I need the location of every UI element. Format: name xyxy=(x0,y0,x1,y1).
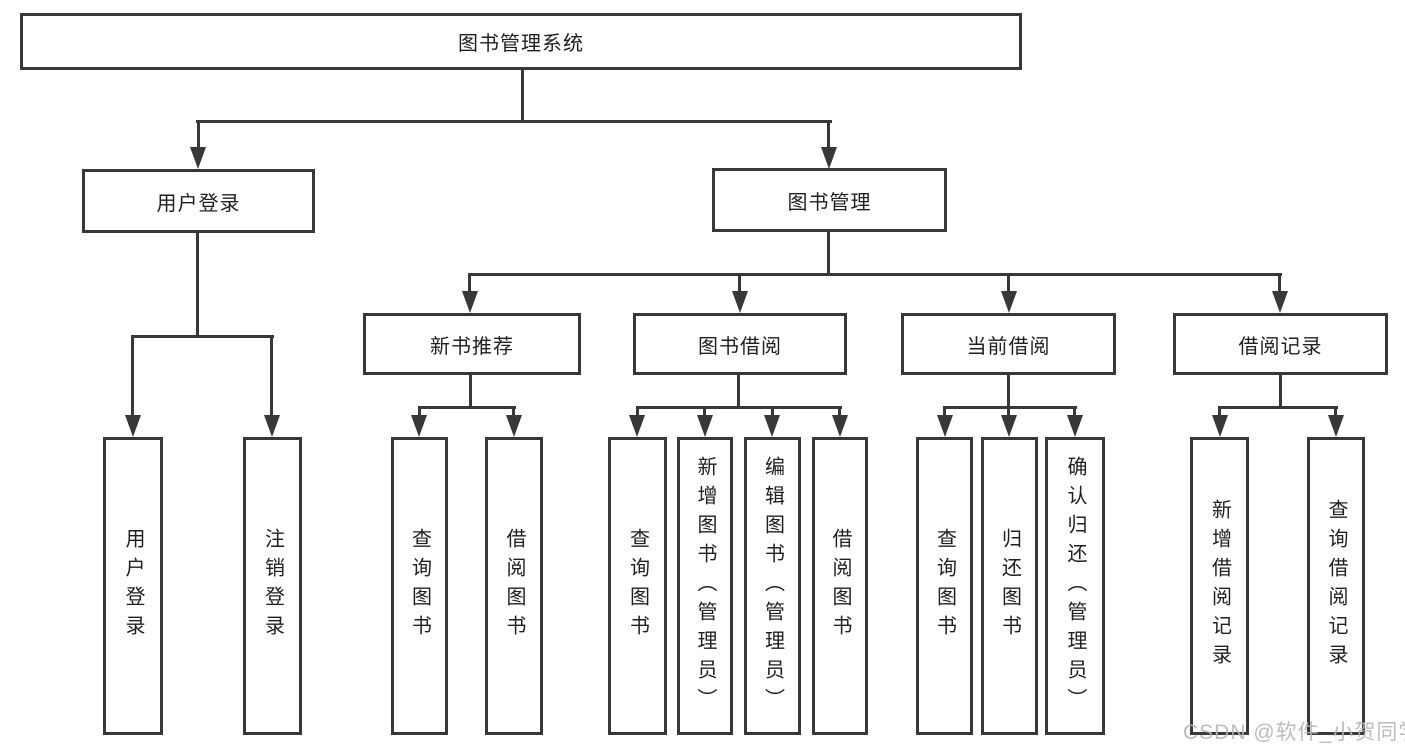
connector-line xyxy=(636,406,639,418)
leaf-label: 查询图书 xyxy=(933,528,956,644)
connector-line xyxy=(1334,406,1337,418)
connector-line xyxy=(1218,406,1221,418)
arrow-down-icon xyxy=(1001,415,1017,437)
connector-line xyxy=(196,233,199,335)
leaf-query-borrow-record: 查询借阅记录 xyxy=(1307,437,1365,735)
leaf-logout: 注销登录 xyxy=(243,437,302,735)
leaf-label: 确认归还（管理员） xyxy=(1064,455,1086,717)
node-root: 图书管理系统 xyxy=(20,13,1022,70)
arrow-down-icon xyxy=(506,415,522,437)
leaf-label: 借阅图书 xyxy=(503,528,525,644)
arrow-down-icon xyxy=(1067,415,1083,437)
node-user-login: 用户登录 xyxy=(82,169,315,233)
leaf-label: 新增借阅记录 xyxy=(1208,499,1231,673)
connector-line xyxy=(468,273,471,294)
connector-line xyxy=(270,335,273,418)
connector-line xyxy=(737,375,740,406)
arrow-down-icon xyxy=(937,415,953,437)
connector-line xyxy=(196,120,832,123)
node-book-management: 图书管理 xyxy=(712,168,947,232)
connector-line xyxy=(827,232,830,273)
node-new-book-recommend: 新书推荐 xyxy=(363,313,581,375)
connector-line xyxy=(512,406,515,418)
arrow-down-icon xyxy=(1272,291,1288,313)
arrow-down-icon xyxy=(125,415,141,437)
connector-line xyxy=(827,120,830,150)
connector-line xyxy=(1073,406,1076,418)
connector-line xyxy=(703,406,706,418)
node-current-borrow: 当前借阅 xyxy=(901,313,1116,375)
leaf-add-books-admin: 新增图书（管理员） xyxy=(677,437,733,735)
connector-line xyxy=(1007,406,1010,418)
leaf-label: 注销登录 xyxy=(261,528,284,644)
node-borrow-records-label: 借阅记录 xyxy=(1238,335,1323,358)
leaf-confirm-return-admin: 确认归还（管理员） xyxy=(1045,437,1105,735)
arrow-down-icon xyxy=(190,147,206,169)
node-current-borrow-label: 当前借阅 xyxy=(966,335,1051,358)
leaf-label: 归还图书 xyxy=(998,528,1021,644)
leaf-label: 查询图书 xyxy=(626,528,649,644)
arrow-down-icon xyxy=(832,415,848,437)
arrow-down-icon xyxy=(1328,415,1344,437)
leaf-label: 查询图书 xyxy=(408,528,431,644)
leaf-add-borrow-record: 新增借阅记录 xyxy=(1190,437,1249,735)
arrow-down-icon xyxy=(411,415,427,437)
arrow-down-icon xyxy=(1212,415,1228,437)
connector-line xyxy=(131,335,134,418)
leaf-query-books-borrow: 查询图书 xyxy=(608,437,667,735)
connector-line xyxy=(636,406,842,409)
leaf-label: 借阅图书 xyxy=(829,528,851,644)
leaf-label: 编辑图书（管理员） xyxy=(761,455,784,717)
node-new-book-recommend-label: 新书推荐 xyxy=(430,335,514,358)
arrow-down-icon xyxy=(629,415,645,437)
leaf-borrow-books: 借阅图书 xyxy=(812,437,868,735)
connector-line xyxy=(771,406,774,418)
node-borrow-records: 借阅记录 xyxy=(1173,313,1388,375)
node-user-login-label: 用户登录 xyxy=(156,192,241,215)
connector-line xyxy=(1007,273,1010,294)
connector-line xyxy=(1007,375,1010,406)
leaf-edit-books-admin: 编辑图书（管理员） xyxy=(744,437,801,735)
arrow-down-icon xyxy=(732,291,748,313)
connector-line xyxy=(469,375,472,406)
node-book-management-label: 图书管理 xyxy=(787,191,872,214)
node-book-borrow-label: 图书借阅 xyxy=(698,335,782,358)
connector-line xyxy=(838,406,841,418)
leaf-label: 新增图书（管理员） xyxy=(694,455,716,717)
connector-line xyxy=(1218,406,1338,409)
connector-line xyxy=(943,406,1077,409)
arrow-down-icon xyxy=(697,415,713,437)
arrow-down-icon xyxy=(462,291,478,313)
connector-line xyxy=(418,406,516,409)
connector-line xyxy=(1279,375,1282,406)
leaf-query-books-recommend: 查询图书 xyxy=(391,437,448,735)
connector-line xyxy=(418,406,421,418)
csdn-watermark: CSDN @软件_小贺同学 xyxy=(1183,721,1405,744)
node-book-borrow: 图书借阅 xyxy=(633,313,847,375)
arrow-down-icon xyxy=(264,415,280,437)
connector-line xyxy=(521,69,524,120)
leaf-label: 查询借阅记录 xyxy=(1325,499,1347,673)
connector-line xyxy=(943,406,946,418)
connector-line xyxy=(468,273,1282,276)
arrow-down-icon xyxy=(821,147,837,169)
leaf-label: 用户登录 xyxy=(122,528,144,644)
connector-line xyxy=(738,273,741,294)
arrow-down-icon xyxy=(764,415,780,437)
node-root-label: 图书管理系统 xyxy=(458,33,584,55)
leaf-user-login: 用户登录 xyxy=(103,437,163,735)
leaf-return-books: 归还图书 xyxy=(981,437,1038,735)
connector-line xyxy=(1278,273,1281,294)
connector-line xyxy=(197,120,200,150)
arrow-down-icon xyxy=(1001,291,1017,313)
connector-line xyxy=(131,335,274,338)
leaf-borrow-books-recommend: 借阅图书 xyxy=(485,437,543,735)
leaf-query-books-current: 查询图书 xyxy=(916,437,973,735)
